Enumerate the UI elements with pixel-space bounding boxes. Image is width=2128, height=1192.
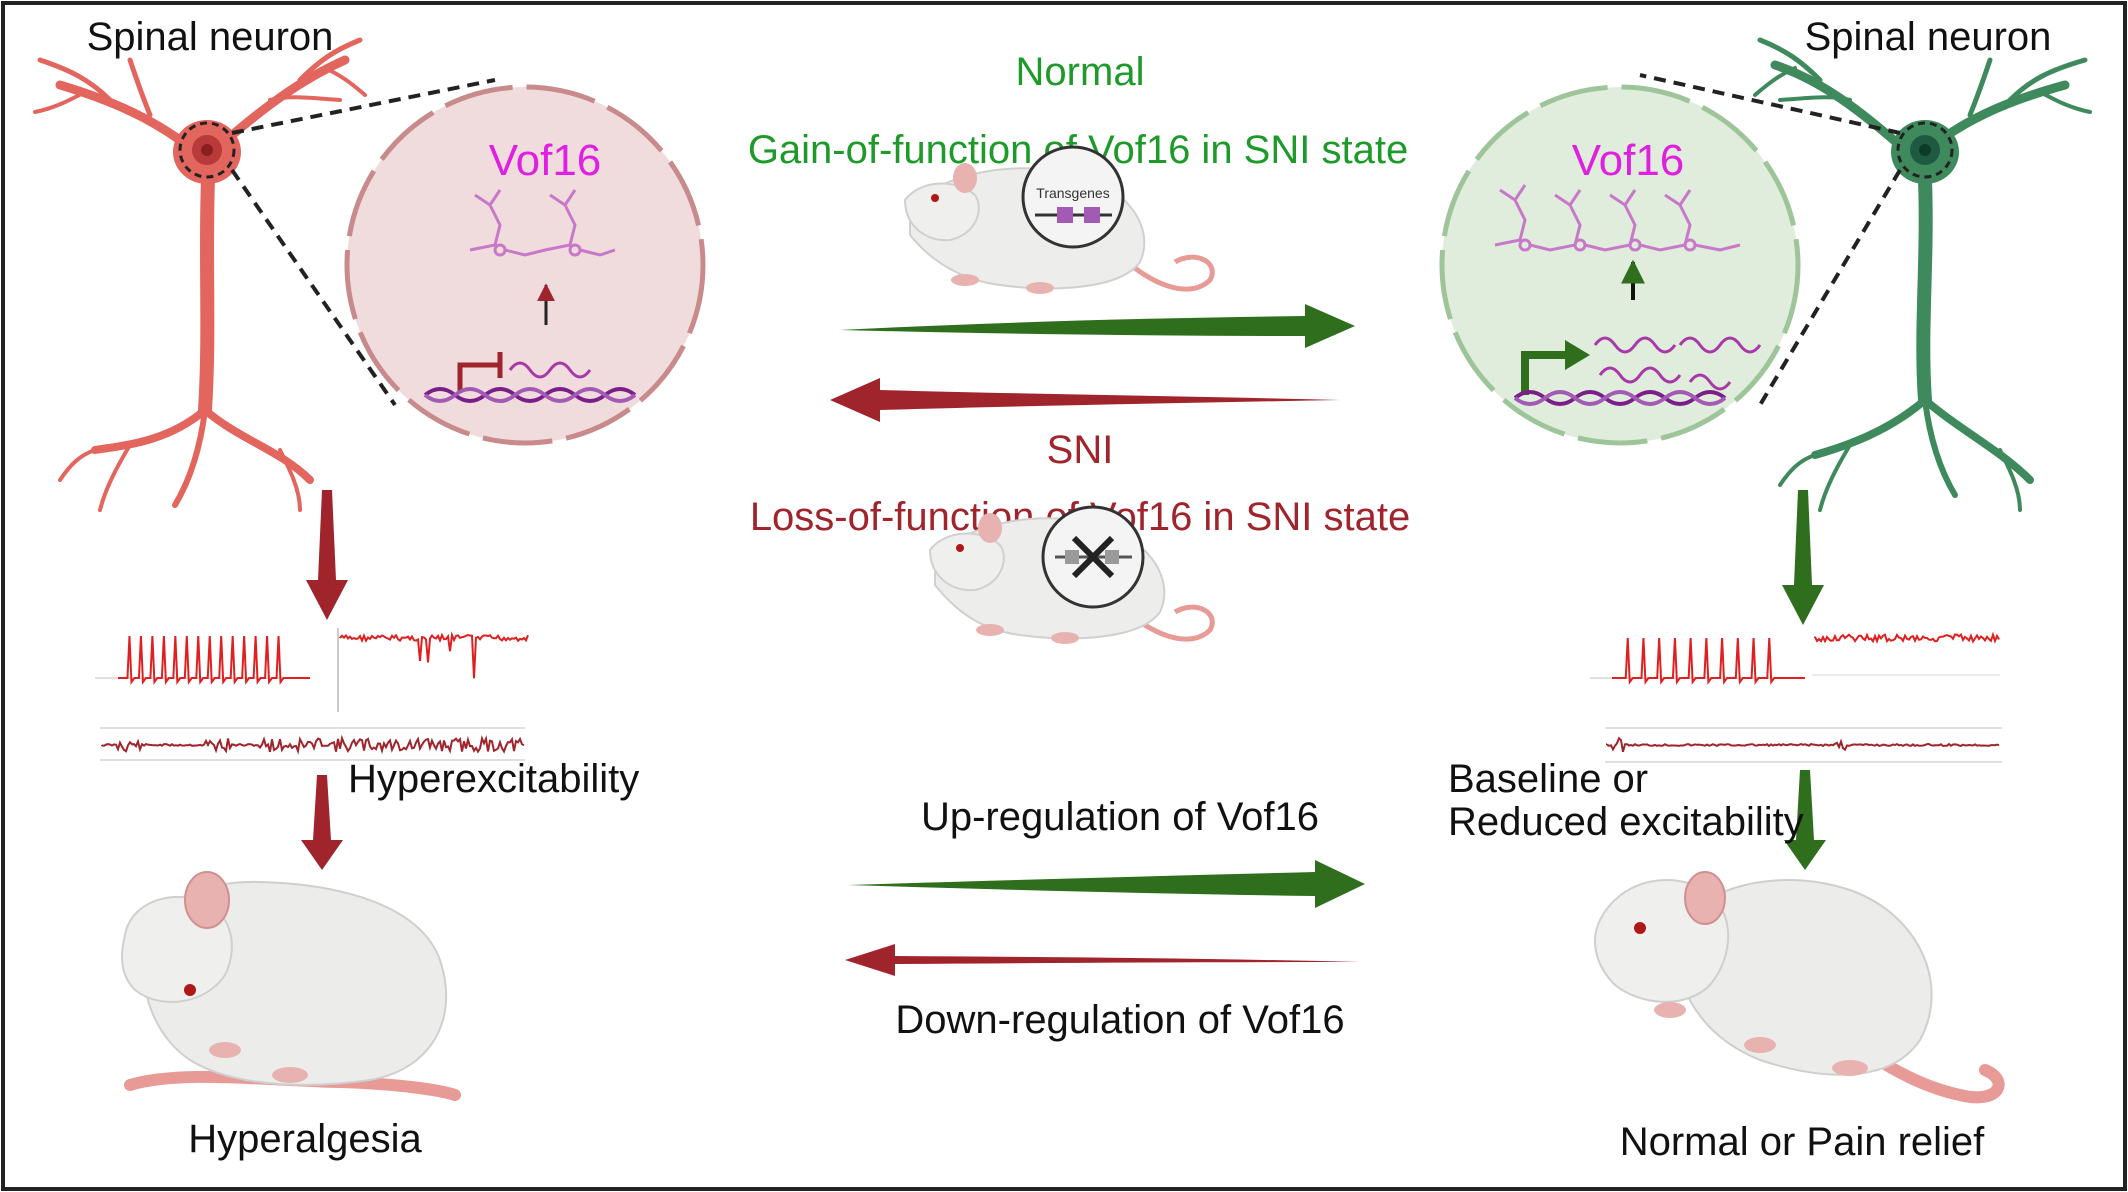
- left-gene-label: Vof16: [489, 136, 602, 185]
- left-mouse-hyperalgesia: [121, 871, 461, 1101]
- right-outcome-label: Normal or Pain relief: [1620, 1120, 1985, 1164]
- up-regulation-arrow: [848, 860, 1365, 908]
- right-arrow-trace-to-mouse: [1784, 770, 1826, 870]
- up-regulation-label: Up-regulation of Vof16: [921, 795, 1319, 839]
- right-arrow-neuron-to-trace: [1782, 490, 1824, 625]
- right-burst-trace: [1606, 736, 2000, 753]
- right-ephys-traces: [1590, 631, 2002, 763]
- right-spontaneous-trace: [1814, 631, 2000, 644]
- right-dna: [1513, 390, 1727, 406]
- down-regulation-arrow: [845, 944, 1360, 976]
- right-excitability-line2: Reduced excitability: [1448, 800, 1804, 844]
- left-arrow-trace-to-mouse: [301, 775, 343, 870]
- right-spike-train: [1612, 637, 1805, 685]
- mid-condition-line1: SNI: [1047, 428, 1114, 472]
- left-ephys-traces: [95, 628, 529, 761]
- loss-of-function-arrow: [830, 378, 1340, 422]
- right-excitability-line1: Baseline or: [1448, 757, 1648, 801]
- left-neuron-title: Spinal neuron: [87, 15, 334, 59]
- left-zoom-line-top: [231, 78, 496, 135]
- right-neuron-title: Spinal neuron: [1805, 15, 2052, 59]
- right-mouse-normal: [1594, 871, 2005, 1104]
- left-rna-structure: [469, 189, 616, 257]
- left-zoom-circle: [178, 121, 236, 179]
- right-rna-structure: [1494, 184, 1741, 252]
- left-excitability-label: Hyperexcitability: [348, 757, 639, 801]
- right-activation-symbol: [1521, 351, 1570, 395]
- left-burst-trace: [101, 734, 525, 755]
- down-regulation-label: Down-regulation of Vof16: [895, 998, 1344, 1042]
- right-zoom-line-top: [1639, 73, 1901, 135]
- left-dna: [423, 387, 637, 403]
- right-mrna: [1593, 336, 1762, 391]
- left-zoom-line-bottom: [230, 168, 397, 407]
- knockout-mouse: [928, 505, 1215, 644]
- left-nucleus-zoom: [344, 84, 706, 446]
- right-zoom-circle: [1896, 121, 1954, 179]
- transgenic-mouse: [903, 145, 1215, 294]
- right-zoom-line-bottom: [1758, 168, 1902, 407]
- left-repression-symbol: [457, 362, 500, 393]
- gain-of-function-arrow: [840, 304, 1355, 348]
- top-condition-line1: Normal: [1016, 50, 1145, 94]
- left-arrow-neuron-to-trace: [306, 490, 348, 620]
- left-spontaneous-trace: [339, 631, 529, 679]
- right-gene-label: Vof16: [1572, 136, 1685, 185]
- transgene-label: Transgenes: [1036, 185, 1109, 201]
- left-mrna: [508, 361, 592, 379]
- left-spike-train: [118, 635, 310, 685]
- left-outcome-label: Hyperalgesia: [188, 1117, 422, 1161]
